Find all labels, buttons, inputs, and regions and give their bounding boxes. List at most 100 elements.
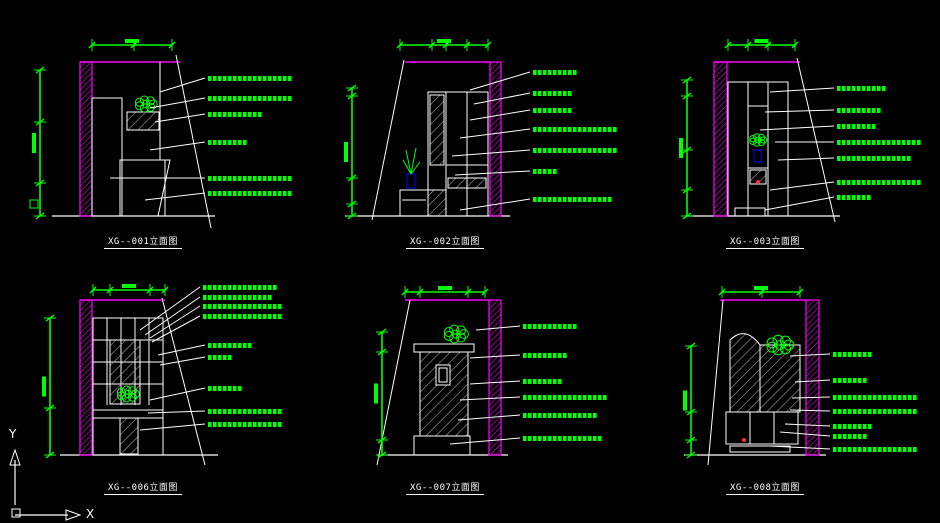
annotation-glyph xyxy=(538,413,542,418)
annotation-glyph xyxy=(573,436,577,441)
annotation-glyph xyxy=(867,195,871,200)
annotation-glyph xyxy=(263,191,267,196)
annotation-glyph xyxy=(218,343,222,348)
annotation-glyph xyxy=(848,409,852,414)
leader-line xyxy=(769,87,835,93)
annotation-glyph xyxy=(568,108,572,113)
dimension-value-glyph xyxy=(122,284,136,288)
annotation-glyph xyxy=(882,86,886,91)
annotation-glyph xyxy=(913,447,917,452)
annotation-glyph xyxy=(273,422,277,427)
annotation-glyph xyxy=(853,395,857,400)
annotation-glyph xyxy=(553,436,557,441)
annotation-glyph xyxy=(208,295,212,300)
annotation-glyph xyxy=(588,148,592,153)
annotation-glyph xyxy=(862,124,866,129)
annotation-glyph xyxy=(548,91,552,96)
annotation-glyph xyxy=(538,91,542,96)
vase xyxy=(753,149,762,163)
annotation-glyph xyxy=(842,156,846,161)
annotation-glyph xyxy=(573,197,577,202)
annotation-glyph xyxy=(893,447,897,452)
leader-line xyxy=(459,198,531,211)
annotation-glyph xyxy=(533,148,537,153)
plant-icon xyxy=(116,385,140,403)
annotation-glyph xyxy=(558,413,562,418)
annotation-glyph xyxy=(848,352,852,357)
annotation-glyph xyxy=(862,195,866,200)
annotation-glyph xyxy=(208,112,212,117)
annotation-glyph xyxy=(538,324,542,329)
annotation-glyph xyxy=(867,180,871,185)
annotation-glyph xyxy=(208,76,212,81)
dimension-value-glyph xyxy=(438,286,452,290)
annotation-glyph xyxy=(248,176,252,181)
arched-panel xyxy=(729,333,761,413)
counter xyxy=(92,409,164,419)
stone-base xyxy=(427,189,447,217)
dimension-value-glyph xyxy=(32,133,36,153)
annotation-glyph xyxy=(543,379,547,384)
annotation-glyph xyxy=(903,409,907,414)
annotation-glyph xyxy=(273,285,277,290)
leaf-cluster xyxy=(766,337,778,349)
annotation-glyph xyxy=(213,386,217,391)
annotation-glyph xyxy=(263,409,267,414)
annotation-glyph xyxy=(208,140,212,145)
annotation-glyph xyxy=(243,304,247,309)
annotation-glyph xyxy=(868,409,872,414)
annotation-glyph xyxy=(258,176,262,181)
dimension-box xyxy=(29,199,39,209)
plant-icon xyxy=(443,324,469,344)
annotation-glyph xyxy=(608,148,612,153)
annotation-glyph xyxy=(863,447,867,452)
annotation-glyph xyxy=(548,395,552,400)
break-line xyxy=(796,57,836,223)
annotation-glyph xyxy=(843,424,847,429)
annotation-glyph xyxy=(233,191,237,196)
annotation-glyph xyxy=(613,148,617,153)
annotation-glyph xyxy=(258,96,262,101)
annotation-glyph xyxy=(847,108,851,113)
annotation-glyph xyxy=(838,409,842,414)
break-line xyxy=(371,59,405,221)
annotation-glyph xyxy=(563,324,567,329)
annotation-glyph xyxy=(263,295,267,300)
annotation-glyph xyxy=(228,314,232,319)
annotation-glyph xyxy=(228,191,232,196)
annotation-glyph xyxy=(883,395,887,400)
annotation-glyph xyxy=(907,140,911,145)
caption-elevation-001: XG--001立面图 xyxy=(104,234,182,249)
leaf-cluster xyxy=(443,330,454,341)
leader-line xyxy=(459,396,521,401)
annotation-glyph xyxy=(278,314,282,319)
annotation-glyph xyxy=(858,424,862,429)
leader-line xyxy=(769,181,835,191)
annotation-glyph xyxy=(593,197,597,202)
console-table xyxy=(399,189,429,217)
annotation-glyph xyxy=(858,434,862,439)
annotation-glyph xyxy=(857,124,861,129)
annotation-glyph xyxy=(583,395,587,400)
annotation-glyph xyxy=(223,409,227,414)
annotation-glyph xyxy=(847,195,851,200)
annotation-glyph xyxy=(258,409,262,414)
leader-line xyxy=(777,157,835,161)
annotation-glyph xyxy=(223,422,227,427)
annotation-glyph xyxy=(838,378,842,383)
annotation-glyph xyxy=(268,285,272,290)
annotation-glyph xyxy=(208,422,212,427)
annotation-glyph xyxy=(837,156,841,161)
annotation-glyph xyxy=(213,285,217,290)
annotation-glyph xyxy=(553,108,557,113)
annotation-glyph xyxy=(288,191,292,196)
annotation-glyph xyxy=(223,112,227,117)
stem xyxy=(402,147,421,175)
annotation-glyph xyxy=(603,127,607,132)
annotation-glyph xyxy=(563,353,567,358)
annotation-glyph xyxy=(213,295,217,300)
annotation-glyph xyxy=(213,112,217,117)
annotation-glyph xyxy=(578,197,582,202)
annotation-glyph xyxy=(213,76,217,81)
